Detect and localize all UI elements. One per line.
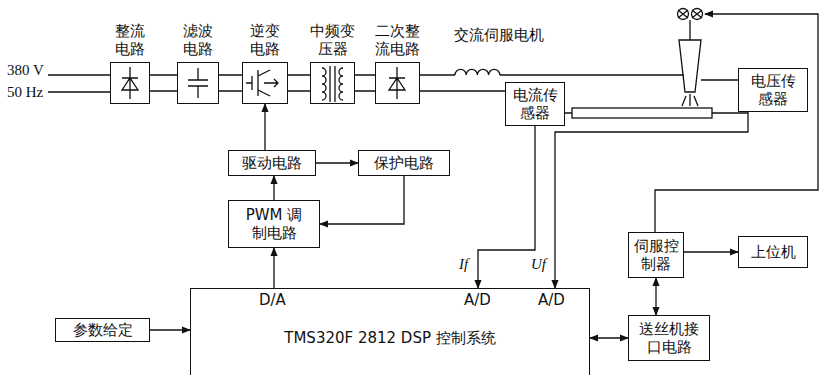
- voltage-label: 380 V: [6, 62, 45, 79]
- block-heading: 整流电路: [115, 22, 145, 58]
- process-box: 伺服控制器: [628, 232, 684, 278]
- connector: [355, 75, 375, 91]
- capacitor-symbol: [188, 68, 208, 98]
- box-label: 参数给定: [73, 321, 133, 339]
- rectifier-symbol: [389, 67, 405, 99]
- block-heading: 逆变电路: [250, 22, 280, 58]
- connector: [420, 90, 505, 91]
- connector: [150, 329, 190, 330]
- frequency-label: 50 Hz: [6, 84, 44, 101]
- box-label: 电压传感器: [749, 72, 797, 108]
- rectifier-box: 整流电路: [110, 62, 150, 104]
- signal-name: Uf: [530, 256, 547, 273]
- connector: [555, 112, 748, 288]
- feed-control-line: [655, 14, 818, 232]
- box-label: 送丝机接口电路: [636, 320, 702, 356]
- interface-box: 送丝机接口电路: [628, 315, 710, 361]
- rectifier-symbol: [122, 67, 138, 99]
- box-label: TMS320F 2812 DSP 控制系统: [284, 329, 495, 347]
- block-heading: 滤波电路: [183, 22, 213, 58]
- transformer-symbol: [322, 66, 343, 102]
- signal-name: If: [458, 256, 469, 273]
- transistor-symbol: [246, 70, 278, 96]
- input-box: 参数给定: [55, 318, 150, 342]
- connector: [320, 176, 404, 224]
- box-label: 电流传感器: [511, 86, 559, 122]
- sensor-box: 电压传感器: [738, 68, 808, 112]
- box-label: 保护电路: [374, 154, 434, 172]
- output-wire: [420, 74, 684, 75]
- connector: [264, 104, 265, 150]
- process-box: 驱动电路: [228, 150, 316, 176]
- connector: [273, 176, 274, 200]
- connector: [316, 162, 358, 163]
- block-heading: 中频变压器: [310, 22, 355, 58]
- roller-spokes: [678, 10, 702, 18]
- connector: [478, 126, 535, 288]
- process-box: 保护电路: [358, 150, 450, 176]
- connector: [273, 248, 274, 288]
- controller-box: TMS320F 2812 DSP 控制系统: [190, 288, 590, 375]
- connector: [219, 75, 242, 91]
- inverter-box: 逆变电路: [242, 62, 288, 104]
- block-heading: 二次整流电路: [375, 22, 420, 58]
- process-box: 上位机: [738, 236, 808, 268]
- arc-spark: [682, 94, 698, 106]
- port-label: A/D: [463, 291, 492, 309]
- transformer-box: 中频变压器: [310, 62, 355, 104]
- filter-box: 滤波电路: [177, 62, 219, 104]
- port-label: D/A: [258, 291, 287, 309]
- sensor-wire: [565, 80, 748, 113]
- connector: [150, 75, 177, 91]
- box-label: 驱动电路: [242, 154, 302, 172]
- connector: [590, 337, 628, 338]
- box-label: 伺服控制器: [632, 237, 680, 273]
- connector: [655, 278, 656, 315]
- port-label: A/D: [537, 291, 566, 309]
- workpiece: [572, 108, 712, 118]
- motor-label: 交流伺服电机: [453, 26, 545, 45]
- sensor-box: 电流传感器: [505, 82, 565, 126]
- rectifier-box: 二次整流电路: [375, 62, 420, 104]
- connector: [288, 75, 310, 91]
- connector: [684, 251, 738, 252]
- motor-coil: [455, 69, 500, 75]
- process-box: PWM 调制电路: [228, 200, 320, 248]
- input-wire: [48, 75, 110, 92]
- box-label: 上位机: [751, 243, 796, 261]
- box-label: PWM 调制电路: [239, 206, 309, 242]
- torch: [679, 20, 701, 92]
